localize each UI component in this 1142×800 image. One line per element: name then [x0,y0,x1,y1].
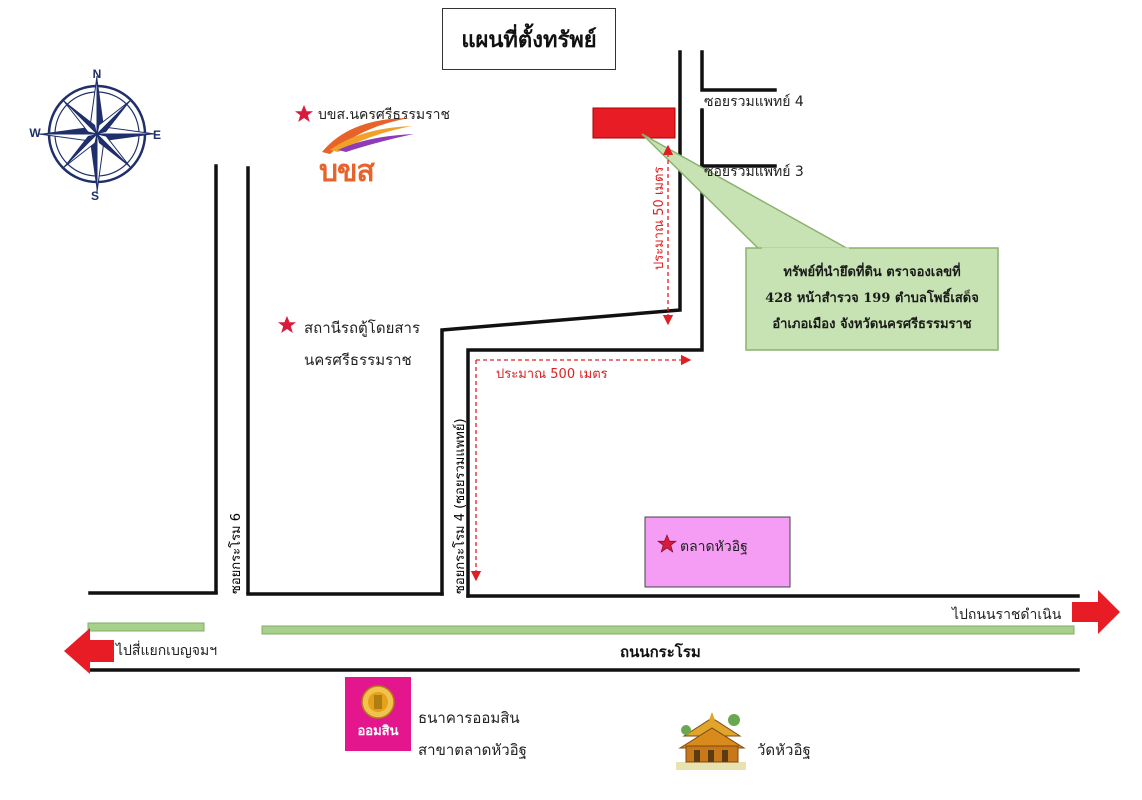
road-soi-ruamphaet-3 [700,110,777,168]
market-box [644,516,791,588]
gsb-logo-icon: ออมสิน [345,677,411,751]
label-temple: วัดหัวอิฐ [757,741,811,759]
label-soi-ruamphaet-4: ซอยรวมแพทย์ 4 [704,94,804,110]
median-right [261,625,1075,635]
compass-south: S [91,189,99,203]
star-market-icon [657,534,677,553]
road-soi-krarom-4-west [440,50,682,596]
label-bank-2: สาขาตลาดหัวอิฐ [418,741,527,759]
compass-east: E [153,128,161,142]
road-soi-krarom-4-east [466,164,704,598]
label-bks-station: บขส.นครศรีธรรมราช [318,107,451,123]
label-to-ratchadamnoen: ไปถนนราชดำเนิน [952,607,1062,623]
callout-box [745,247,999,351]
label-main-road: ถนนกระโรม [620,643,701,661]
label-market: ตลาดหัวอิฐ [680,539,748,555]
label-approx-500m: ประมาณ 500 เมตร [496,367,608,382]
temple-icon [676,712,746,770]
label-bank-1: ธนาคารออมสิน [418,709,520,727]
road-soi-ruamphaet-4 [700,50,777,92]
compass-west: W [29,126,41,140]
arrow-right-icon [1072,590,1120,634]
label-bus-station-1: สถานีรถตู้โดยสาร [304,319,421,337]
callout-text: ทรัพย์ที่นำยึดที่ดิน ตราจองเลขที่ 428 หน… [746,248,998,350]
arrow-left-icon [64,628,114,674]
star-busstation-icon [278,316,296,333]
callout-pointer [641,133,853,251]
label-soi-ruamphaet-3: ซอยรวมแพทย์ 3 [704,164,804,180]
compass-north: N [93,67,102,81]
callout-line-1: ทรัพย์ที่นำยึดที่ดิน ตราจองเลขที่ [783,265,961,280]
callout-line-3: อำเภอเมือง จังหวัดนครศรีธรรมราช [772,317,972,332]
median-left [87,622,205,632]
label-soi-krarom-6: ซอยกระโรม 6 [229,512,244,594]
map-title: แผนที่ตั้งทรัพย์ [461,26,597,53]
label-soi-krarom-4: ซอยกระโรม 4 (ซอยรวมแพทย์) [453,418,468,594]
bks-logo-text: บขส [319,154,375,189]
label-bus-station-2: นครศรีธรรมราช [304,351,412,369]
callout-line-2: 428 หน้าสำรวจ 199 ตำบลโพธิ์เสด็จ [765,291,979,306]
label-approx-50m: ประมาณ 50 เมตร [652,166,667,270]
gsb-logo-text: ออมสิน [357,724,399,739]
map-title-box: แผนที่ตั้งทรัพย์ [442,8,616,70]
bks-logo-icon [322,118,414,154]
label-to-benchama: ไปสี่แยกเบญจมฯ [116,643,218,659]
star-bks-icon [295,105,313,122]
compass-rose-icon: N S E W [29,67,161,203]
property-marker [592,107,676,139]
